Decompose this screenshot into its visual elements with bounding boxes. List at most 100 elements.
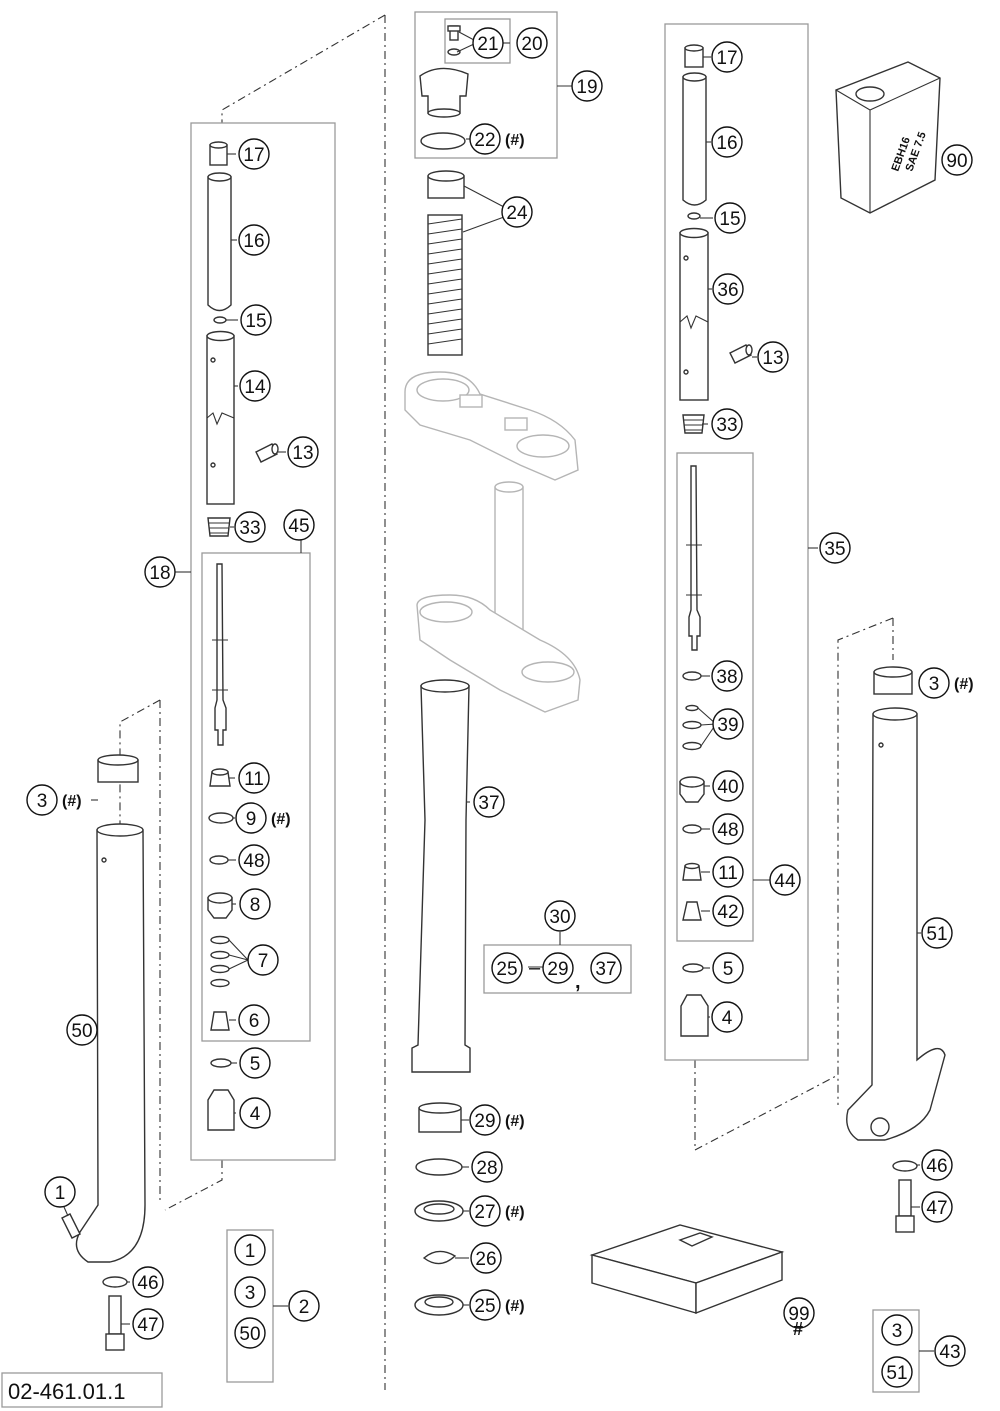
box-20 [444, 18, 511, 64]
callout-46: 46 [132, 1266, 164, 1298]
callout-number: 47 [137, 1315, 158, 1336]
callout-number: 46 [926, 1156, 947, 1177]
box-18 [190, 122, 336, 1161]
callout-24: 24 [501, 196, 533, 228]
callout-number: 40 [717, 777, 738, 798]
callout-number: 36 [717, 280, 738, 301]
part-33-spring-right [682, 414, 705, 434]
callout-number: 25 [474, 1296, 495, 1317]
callout-circle [516, 27, 548, 59]
callout-99: 99 [783, 1297, 815, 1329]
callout-circle [783, 1297, 815, 1329]
callout-circle [240, 304, 272, 336]
callout-circle [287, 436, 319, 468]
part-19-fork-cap [419, 67, 469, 118]
callout-number: 1 [245, 1241, 256, 1262]
callout-circle [469, 123, 501, 155]
callout-3: 3 [234, 1276, 266, 1308]
callout-circle [711, 41, 743, 73]
callout-37: 37 [590, 952, 622, 984]
callout-25: 25 [491, 952, 523, 984]
callout-number: 50 [239, 1324, 260, 1345]
callout-circle [238, 224, 270, 256]
callout-16: 16 [711, 126, 743, 158]
callout-3: 3(#) [918, 667, 974, 699]
callout-28: 28 [471, 1151, 503, 1183]
callout-number: 29 [547, 959, 568, 980]
callout-5: 5 [712, 952, 744, 984]
callout-number: 37 [595, 959, 616, 980]
range-dash: – [529, 957, 541, 979]
callout-number: 46 [137, 1273, 158, 1294]
callout-14: 14 [239, 370, 271, 402]
callout-circle [491, 952, 523, 984]
callout-48: 48 [712, 813, 744, 845]
callout-8: 8 [239, 888, 271, 920]
part-21-bolt [447, 25, 461, 41]
callout-circle [66, 1014, 98, 1046]
callout-13: 13 [287, 436, 319, 468]
callout-circle [941, 144, 973, 176]
part-36-cylinder-right [679, 227, 709, 401]
callout-number: 7 [258, 951, 269, 972]
callout-15: 15 [714, 202, 746, 234]
box-45 [201, 552, 311, 1042]
box-19 [414, 11, 558, 159]
part-90-oil-can: EBH16 SAE 7.5 [835, 61, 941, 214]
callout-number: 4 [722, 1008, 733, 1029]
part-46-washer-right [892, 1160, 918, 1172]
callout-number: 25 [496, 959, 517, 980]
callout-circle [542, 952, 574, 984]
part-17-cap-right [684, 44, 704, 68]
callout-7: 7 [247, 944, 279, 976]
callout-number: 38 [716, 667, 737, 688]
callout-circle [238, 138, 270, 170]
box-35 [664, 23, 809, 1061]
callout-45: 45 [283, 509, 315, 541]
callout-number: 44 [774, 871, 796, 892]
part-16-tube-left [207, 172, 232, 312]
callout-circle [819, 532, 851, 564]
callout-1: 1 [234, 1234, 266, 1266]
callout-circle [714, 202, 746, 234]
part-33-spring-left [207, 517, 231, 537]
callout-number: 2 [299, 1297, 310, 1318]
callout-number: 19 [576, 77, 597, 98]
callout-circle [469, 1195, 501, 1227]
callout-number: 37 [478, 793, 499, 814]
callout-circle [881, 1356, 913, 1388]
part-47-bolt-left [105, 1295, 125, 1351]
callout-46: 46 [921, 1149, 953, 1181]
hash-mark: (#) [62, 793, 82, 810]
part-13-pin-right [729, 344, 753, 364]
callout-20: 20 [516, 27, 548, 59]
callout-number: 35 [824, 539, 845, 560]
part-3-ring-left [97, 754, 139, 783]
callout-circle [712, 770, 744, 802]
callout-3: 3(#) [26, 784, 82, 816]
part-24-spring [427, 214, 463, 356]
callout-number: 14 [244, 377, 266, 398]
callout-number: 11 [244, 769, 264, 790]
callout-51: 51 [881, 1356, 913, 1388]
callout-circle [711, 660, 743, 692]
callout-number: 42 [717, 902, 738, 923]
callout-number: 16 [716, 133, 737, 154]
part-44-rod-right [686, 465, 702, 651]
callout-19: 19 [571, 70, 603, 102]
callout-36: 36 [712, 273, 744, 305]
callout-circle [712, 273, 744, 305]
callout-5: 5 [239, 1047, 271, 1079]
part-46-washer-left [102, 1276, 128, 1288]
part-37-outer-tube [411, 679, 471, 1073]
hash-mark: (#) [505, 132, 525, 149]
callout-circle [234, 511, 266, 543]
comma: , [575, 971, 581, 993]
callout-43: 43 [934, 1335, 966, 1367]
part-17-cap-left [209, 141, 228, 166]
callout-circle [132, 1308, 164, 1340]
part-3-ring-right [873, 666, 913, 695]
callout-circle [881, 1314, 913, 1346]
callout-47: 47 [921, 1191, 953, 1223]
